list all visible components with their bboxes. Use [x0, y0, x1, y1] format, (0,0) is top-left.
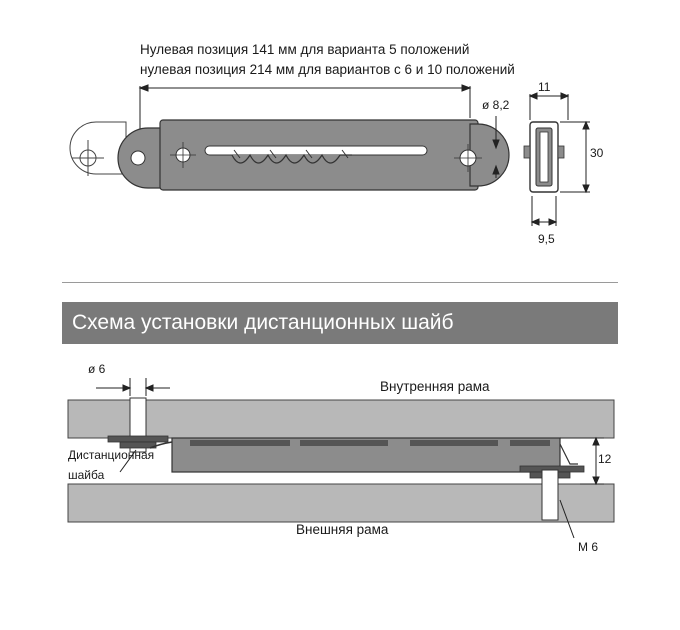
hole-diameter-label: ø 8,2 [482, 98, 510, 112]
inner-frame-label: Внутренняя рама [380, 379, 490, 394]
zero-position-note-5: Нулевая позиция 141 мм для варианта 5 по… [140, 42, 470, 57]
stay-bar-body [117, 119, 510, 191]
stay-bar-side-view [171, 437, 578, 473]
hole-dimension-lines [492, 116, 500, 178]
bolt-diameter-dimension [96, 378, 170, 396]
bolt-size-label: М 6 [578, 540, 599, 554]
width-top-label: 11 [538, 80, 551, 94]
section-title: Схема установки дистанционных шайб [72, 311, 454, 334]
inner-frame [67, 399, 615, 439]
bolt-leader [559, 499, 575, 539]
top-dimension-line [138, 84, 472, 130]
section-header: Схема установки дистанционных шайб [62, 302, 618, 344]
gap-dimension-label: 12 [598, 452, 612, 466]
bolt-diameter-label: ø 6 [88, 362, 106, 376]
gap-dimension-lines [560, 436, 604, 486]
spacer-leader [119, 449, 137, 473]
width-bottom-label: 9,5 [538, 232, 555, 246]
spacer-washer-left [107, 397, 173, 453]
divider-line [62, 282, 618, 283]
height-label: 30 [590, 146, 604, 160]
spacer-label-line2: шайба [68, 468, 105, 482]
zero-position-note-6-10: нулевая позиция 214 мм для вариантов с 6… [140, 62, 515, 77]
outer-frame-label: Внешняя рама [296, 522, 389, 537]
outer-frame [67, 483, 615, 523]
bolt-m6 [519, 465, 585, 521]
profile-section-view [523, 121, 565, 193]
previous-position-outline [69, 121, 127, 176]
profile-dimension-lines [528, 92, 590, 226]
